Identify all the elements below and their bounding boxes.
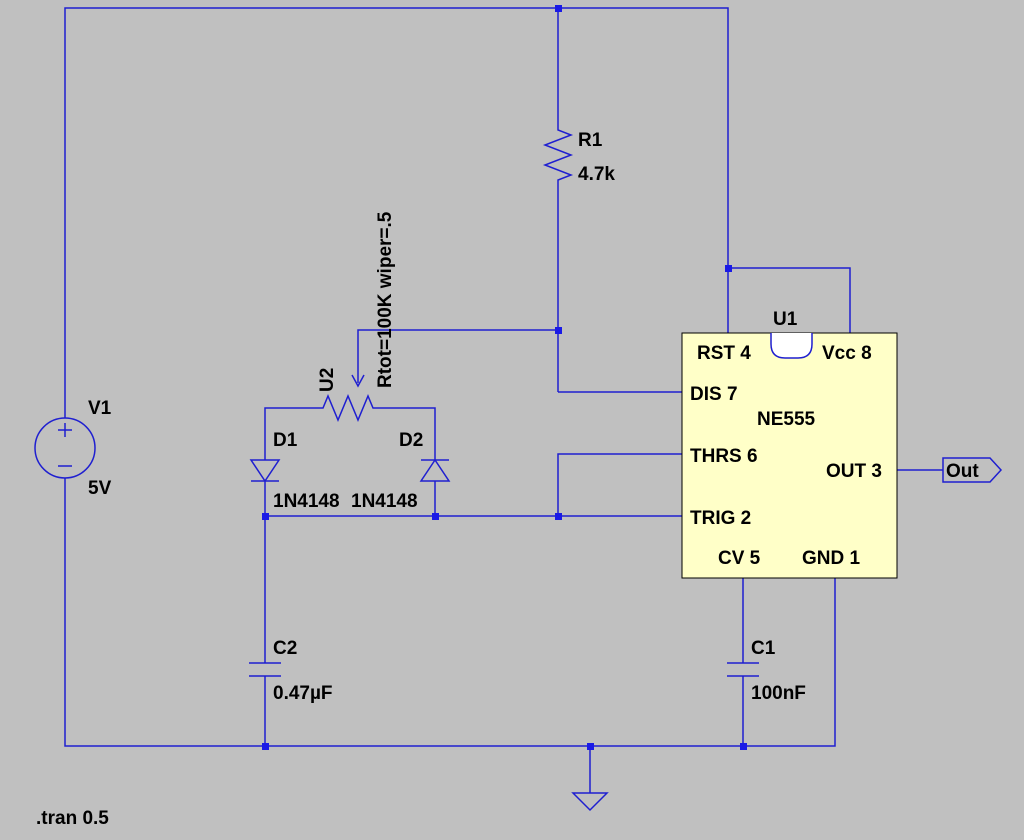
junction-node: [725, 265, 732, 272]
c1-value-label: 100nF: [751, 683, 806, 704]
d1-value-label: 1N4148: [273, 491, 340, 512]
resistor-icon: [542, 125, 574, 185]
pin-thrs-label: THRS 6: [690, 446, 758, 467]
junction-node: [432, 513, 439, 520]
c1-ref-label: C1: [751, 638, 776, 659]
voltage-source-v1[interactable]: V1 5V: [34, 398, 112, 499]
capacitor-c1[interactable]: C1 100nF: [727, 638, 806, 704]
capacitor-c2[interactable]: C2 0.47µF: [249, 638, 333, 704]
diode-icon: [249, 459, 281, 483]
junction-node: [740, 743, 747, 750]
wire-thrs[interactable]: [557, 453, 682, 516]
ground-icon: [571, 792, 609, 812]
d2-ref-label: D2: [399, 430, 423, 451]
pin-gnd-label: GND 1: [802, 548, 861, 569]
pin-dis-label: DIS 7: [690, 384, 738, 405]
wire-ground-rail[interactable]: [64, 478, 836, 747]
resistor-r1[interactable]: R1 4.7k: [542, 125, 615, 185]
net-label-out[interactable]: Out: [942, 457, 1003, 483]
pin-rst-label: RST 4: [697, 343, 751, 364]
ground-symbol[interactable]: [571, 792, 609, 812]
pin-trig-label: TRIG 2: [690, 508, 751, 529]
pin-vcc-label: Vcc 8: [822, 343, 872, 364]
v1-ref-label: V1: [88, 398, 112, 419]
junctions: [262, 5, 747, 750]
wire-pot-left[interactable]: [264, 407, 318, 440]
net-flag-icon: [942, 457, 1003, 483]
u1-part-label: NE555: [757, 409, 816, 430]
r1-value-label: 4.7k: [578, 164, 615, 185]
c2-ref-label: C2: [273, 638, 297, 659]
wires: [64, 7, 943, 793]
v1-value-label: 5V: [88, 478, 112, 499]
pin-cv-label: CV 5: [718, 548, 761, 569]
r1-ref-label: R1: [578, 130, 603, 151]
u2-ref-label: U2: [317, 368, 338, 392]
junction-node: [555, 513, 562, 520]
junction-node: [587, 743, 594, 750]
spice-directive[interactable]: .tran 0.5: [36, 808, 109, 829]
c2-value-label: 0.47µF: [273, 683, 333, 704]
ic-body: [681, 332, 898, 579]
ic-notch-icon: [770, 333, 813, 359]
wire-vcc[interactable]: [728, 267, 851, 333]
wire-pot-right[interactable]: [378, 407, 436, 440]
wire-top-rail[interactable]: [64, 7, 729, 418]
u2-value-label: Rtot=100K wiper=.5: [375, 211, 396, 388]
d2-value-label: 1N4148: [351, 491, 418, 512]
junction-node: [262, 743, 269, 750]
junction-node: [262, 513, 269, 520]
ic-u1-ne555[interactable]: U1 NE555 RST 4 Vcc 8 DIS 7 THRS 6 OUT 3 …: [681, 309, 898, 579]
diode-icon: [419, 458, 451, 482]
pin-out-label: OUT 3: [826, 461, 882, 482]
d1-ref-label: D1: [273, 430, 298, 451]
diode-d1[interactable]: D1 1N4148: [249, 430, 340, 512]
u1-ref-label: U1: [773, 309, 798, 330]
potentiometer-u2[interactable]: U2 Rtot=100K wiper=.5: [317, 211, 396, 422]
potentiometer-icon: [318, 394, 378, 422]
wiper-arrow-icon: [351, 374, 365, 388]
wire-wiper[interactable]: [357, 329, 558, 383]
junction-node: [555, 5, 562, 12]
diode-d2[interactable]: D2 1N4148: [351, 430, 451, 512]
net-label-out-text: Out: [946, 461, 979, 482]
junction-node: [555, 327, 562, 334]
voltage-source-icon: [34, 417, 96, 479]
